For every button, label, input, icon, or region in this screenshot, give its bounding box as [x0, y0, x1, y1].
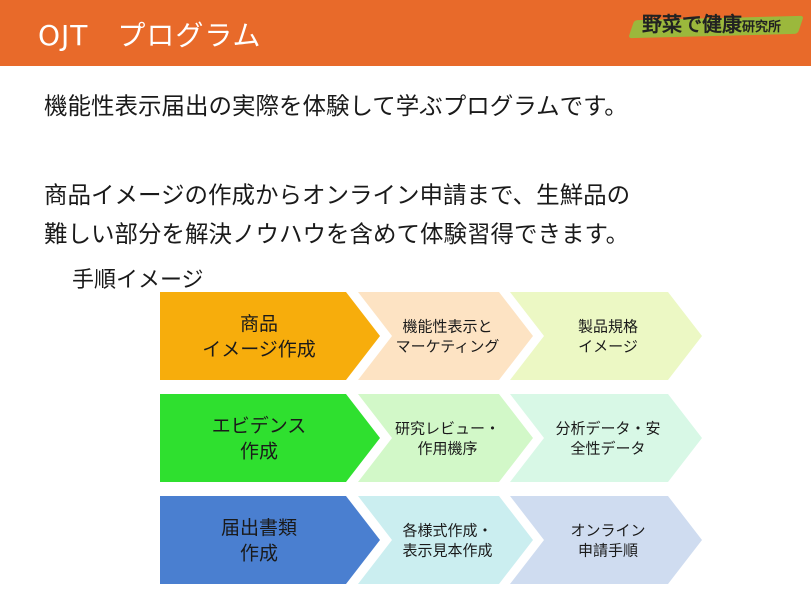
step-3-sub-1-label-line-2: 表示見本作成 — [402, 542, 492, 560]
logo-sub-text: 研究所 — [742, 20, 782, 35]
logo-main-text: 野菜で健康 — [642, 12, 742, 36]
step-2-sub-1-chevron — [358, 394, 533, 482]
step-1-main-label-line-1: 商品 — [240, 313, 278, 335]
step-2-sub-1-label-line-2: 作用機序 — [417, 440, 477, 458]
step-3-sub-2-label-line-2: 申請手順 — [578, 542, 638, 560]
step-1-sub-1-label-line-2: マーケティング — [396, 338, 500, 356]
company-logo: 野菜で健康研究所 — [628, 4, 804, 42]
intro-line-2: 商品イメージの作成からオンライン申請まで、生鮮品の — [44, 181, 631, 209]
step-1-sub-1-chevron — [358, 292, 533, 380]
steps-label: 手順イメージ — [72, 268, 204, 293]
step-3-sub-2-chevron — [510, 496, 702, 584]
step-3-main-chevron — [160, 496, 380, 584]
step-3-sub-1-chevron — [358, 496, 533, 584]
step-2-sub-1-label-line-1: 研究レビュー・ — [395, 419, 500, 437]
step-2-main-label-line-2: 作成 — [240, 441, 278, 463]
step-3-main-label-line-2: 作成 — [240, 543, 278, 565]
step-3-sub-1-label-line-1: 各様式作成・ — [402, 521, 492, 539]
step-2-sub-2-label-line-1: 分析データ・安 — [555, 419, 660, 437]
step-1-sub-1-label-line-1: 機能性表示と — [402, 317, 492, 335]
step-2-main-chevron — [160, 394, 380, 482]
step-2-sub-2-label-line-2: 全性データ — [570, 440, 645, 458]
step-3-sub-2-label-line-1: オンライン — [570, 521, 645, 539]
step-1-sub-2-label-line-1: 製品規格 — [578, 317, 638, 335]
intro-line-3: 難しい部分を解決ノウハウを含めて体験習得できます。 — [44, 220, 630, 248]
step-1-main-label-line-2: イメージ作成 — [202, 339, 316, 361]
step-1-sub-2-label-line-2: イメージ — [578, 338, 638, 356]
step-3-main-label-line-1: 届出書類 — [221, 517, 297, 539]
title-bar: OJT プログラム 野菜で健康研究所 — [0, 0, 811, 66]
step-1-sub-2-chevron — [510, 292, 702, 380]
step-2-main-label-line-1: エビデンス — [212, 415, 307, 437]
page-title: OJT プログラム — [38, 19, 262, 52]
step-2-sub-2-chevron — [510, 394, 702, 482]
intro-line-1: 機能性表示届出の実際を体験して学ぶプログラムです。 — [44, 92, 628, 120]
step-1-main-chevron — [160, 292, 380, 380]
